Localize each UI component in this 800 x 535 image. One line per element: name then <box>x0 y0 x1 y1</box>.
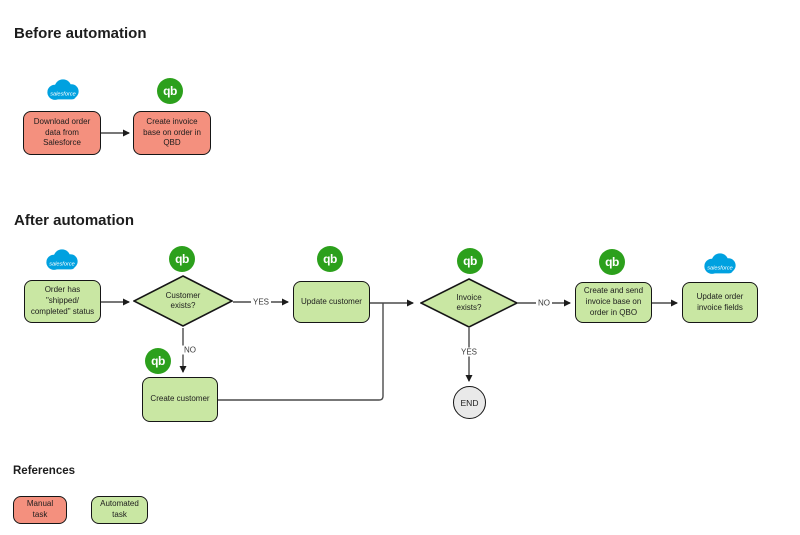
task-update-customer: Update customer <box>293 281 370 323</box>
quickbooks-icon-label: qb <box>175 252 189 266</box>
quickbooks-icon-label: qb <box>151 354 165 368</box>
connector-create-customer-to-invoice-exists <box>218 303 384 401</box>
edge-label-yes-invoice: YES <box>458 347 480 357</box>
quickbooks-icon-label: qb <box>463 254 477 268</box>
quickbooks-icon-label: qb <box>163 84 177 98</box>
task-order-shipped-status: Order has "shipped/ completed" status <box>24 280 101 323</box>
salesforce-icon: salesforce <box>43 78 83 103</box>
quickbooks-icon: qb <box>157 78 183 104</box>
legend-manual-task: Manual task <box>13 496 67 524</box>
end-node: END <box>453 386 486 419</box>
task-create-send-invoice-qbo: Create and send invoice base on order in… <box>575 282 652 323</box>
task-download-order-data: Download order data from Salesforce <box>23 111 101 155</box>
salesforce-icon: salesforce <box>42 248 82 273</box>
title-after-automation: After automation <box>14 212 134 229</box>
task-create-customer: Create customer <box>142 377 218 422</box>
quickbooks-icon: qb <box>169 246 195 272</box>
quickbooks-icon: qb <box>457 248 483 274</box>
salesforce-icon-label: salesforce <box>50 91 76 97</box>
salesforce-icon-label: salesforce <box>707 265 733 271</box>
quickbooks-icon: qb <box>145 348 171 374</box>
title-before-automation: Before automation <box>14 25 147 42</box>
edge-label-no-customer: NO <box>182 345 198 355</box>
quickbooks-icon: qb <box>599 249 625 275</box>
edge-label-no-invoice: NO <box>536 298 552 308</box>
decision-customer-exists-label: Customer exists? <box>165 290 201 310</box>
quickbooks-icon-label: qb <box>323 252 337 266</box>
legend-automated-task: Automated task <box>91 496 148 524</box>
salesforce-icon: salesforce <box>700 252 740 277</box>
edge-label-yes-customer: YES <box>250 297 272 307</box>
task-update-order-invoice-fields: Update order invoice fields <box>682 282 758 323</box>
salesforce-icon-label: salesforce <box>49 261 75 267</box>
task-create-invoice-qbd: Create invoice base on order in QBD <box>133 111 211 155</box>
quickbooks-icon-label: qb <box>605 255 619 269</box>
decision-invoice-exists-label: Invoice exists? <box>456 292 482 312</box>
quickbooks-icon: qb <box>317 246 343 272</box>
decision-invoice-exists: Invoice exists? <box>420 278 518 328</box>
decision-customer-exists: Customer exists? <box>133 275 233 327</box>
title-references: References <box>13 465 76 477</box>
